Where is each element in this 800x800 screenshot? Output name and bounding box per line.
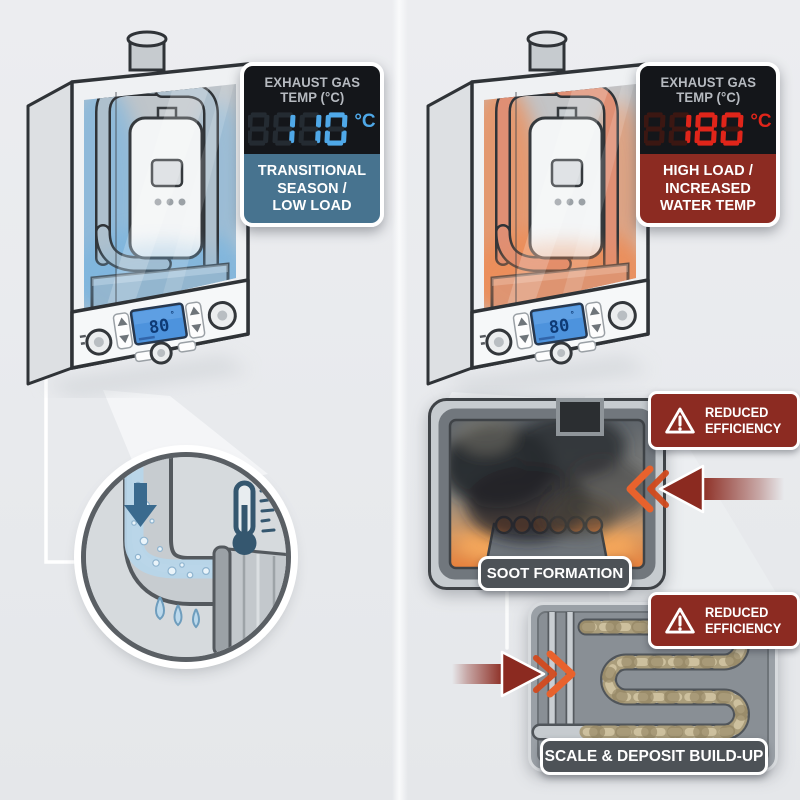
temp-unit: °C	[750, 111, 772, 133]
load-condition-label: HIGH LOAD / INCREASED WATER TEMP	[640, 154, 776, 224]
control-panel-widgets: 80 °	[479, 301, 637, 365]
scale-deposit-label: SCALE & DEPOSIT BUILD-UP	[540, 738, 768, 775]
boiler-side-panel	[426, 80, 474, 386]
condensation-detail-circle	[81, 452, 291, 662]
exhaust-temp-display-low: EXHAUST GAS TEMP (°C) °C TRANSITIONAL SE…	[240, 62, 384, 228]
temp-unit: °C	[354, 111, 376, 133]
up-button[interactable]	[589, 306, 600, 316]
boiler-cutaway-low-load: 80 °	[12, 26, 262, 403]
drip-drops	[155, 596, 200, 629]
display-title: EXHAUST GAS TEMP (°C)	[264, 75, 360, 106]
lcd-value: 80	[548, 316, 571, 339]
left-arrow-icon	[626, 464, 784, 514]
warning-triangle-icon	[665, 607, 696, 634]
boiler-shadow	[42, 356, 250, 398]
panel-divider	[392, 0, 408, 800]
flue-adapter	[212, 545, 286, 657]
inspection-window	[150, 158, 184, 188]
boiler-interior	[84, 84, 236, 312]
exhaust-duct	[556, 398, 604, 436]
up-button[interactable]	[189, 306, 200, 316]
mode-button[interactable]	[577, 340, 597, 353]
down-button[interactable]	[591, 323, 602, 333]
soot-formation-panel	[428, 398, 666, 590]
lcd-screen	[129, 302, 188, 346]
seven-segment-readout	[644, 112, 744, 146]
reduced-efficiency-badge: REDUCED EFFICIENCY	[648, 391, 800, 450]
reduced-efficiency-badge: REDUCED EFFICIENCY	[648, 592, 800, 649]
display-title: EXHAUST GAS TEMP (°C)	[660, 75, 756, 106]
up-button[interactable]	[517, 317, 528, 327]
load-condition-label: TRANSITIONAL SEASON / LOW LOAD	[244, 154, 380, 224]
down-button[interactable]	[519, 334, 530, 344]
lcd-value: 80	[148, 316, 171, 339]
lcd-screen	[529, 302, 588, 346]
right-arrow-icon	[452, 650, 576, 698]
seven-segment-readout	[248, 112, 348, 146]
soot-formation-label: SOOT FORMATION	[478, 556, 632, 591]
display-screen: EXHAUST GAS TEMP (°C) °C	[640, 66, 776, 155]
exhaust-temp-display-high: EXHAUST GAS TEMP (°C) °C HIGH LOAD / INC…	[636, 62, 780, 228]
display-screen: EXHAUST GAS TEMP (°C) °C	[244, 66, 380, 155]
mode-button[interactable]	[177, 340, 197, 353]
boiler-shadow	[442, 356, 650, 398]
warning-triangle-icon	[665, 407, 696, 434]
lcd-degree: °	[570, 310, 576, 320]
condensate-film	[124, 457, 246, 579]
boiler-side-panel	[26, 80, 74, 386]
down-button[interactable]	[119, 334, 130, 344]
down-button[interactable]	[191, 323, 202, 333]
up-button[interactable]	[117, 317, 128, 327]
boiler-cutaway-high-load: 80 °	[412, 26, 662, 403]
lcd-degree: °	[170, 310, 176, 320]
control-panel-widgets: 80 °	[79, 301, 237, 365]
